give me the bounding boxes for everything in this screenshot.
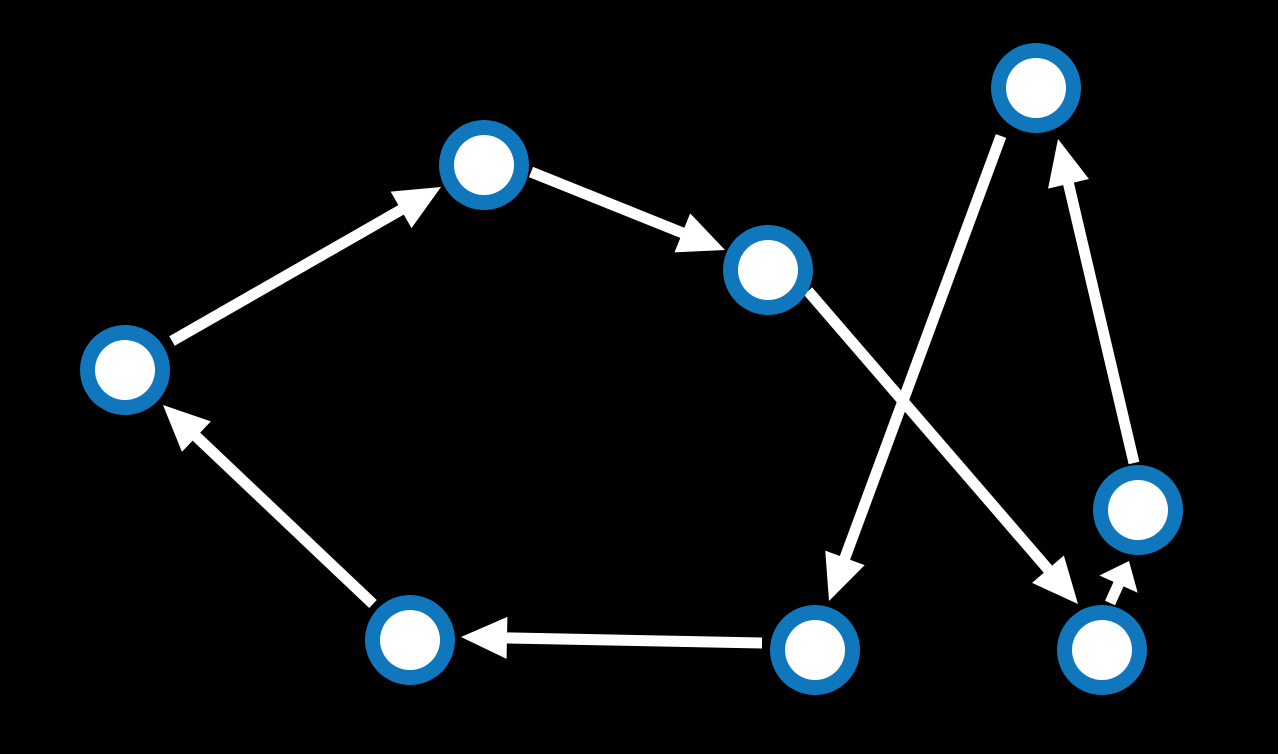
edge-right-mid-to-top-right (1048, 139, 1140, 465)
node-top-right-core (1006, 58, 1066, 118)
edge-bottom-mid-to-bottom-left-arrowhead (461, 616, 508, 659)
edge-top-right-to-bottom-mid-shaft (838, 134, 1007, 564)
node-bottom-mid[interactable] (770, 605, 860, 695)
edge-upper-mid-to-bottom-right-shaft (803, 287, 1055, 576)
edge-upper-left-to-upper-mid-arrowhead (674, 213, 725, 253)
node-top-right[interactable] (991, 43, 1081, 133)
node-upper-left-core (454, 135, 514, 195)
node-upper-left[interactable] (439, 120, 529, 210)
edge-bottom-left-to-left-shaft (189, 429, 377, 608)
node-bottom-right[interactable] (1057, 605, 1147, 695)
edge-right-mid-to-top-right-shaft (1062, 178, 1140, 465)
node-right-mid-core (1108, 480, 1168, 540)
node-upper-mid[interactable] (723, 225, 813, 315)
edge-bottom-mid-to-bottom-left (461, 616, 763, 659)
edge-right-mid-to-top-right-arrowhead (1048, 139, 1089, 189)
node-bottom-left-core (380, 610, 440, 670)
edge-upper-mid-to-bottom-right (803, 287, 1078, 604)
edge-bottom-left-to-left-arrowhead (163, 405, 211, 452)
edge-upper-mid-to-bottom-right-arrowhead (1032, 555, 1078, 604)
edge-top-right-to-bottom-mid-arrowhead (825, 550, 865, 601)
edge-bottom-mid-to-bottom-left-shaft (502, 632, 763, 649)
edge-upper-left-to-upper-mid (528, 166, 725, 253)
edge-top-right-to-bottom-mid (825, 134, 1007, 601)
edge-bottom-right-to-right-mid-shaft (1104, 578, 1126, 606)
edge-bottom-right-to-right-mid (1099, 561, 1138, 606)
edge-left-to-upper-left-shaft (169, 203, 408, 346)
node-left[interactable] (80, 325, 170, 415)
edge-bottom-right-to-right-mid-arrowhead (1099, 561, 1138, 593)
node-bottom-mid-core (785, 620, 845, 680)
edge-bottom-left-to-left (163, 405, 377, 608)
edge-left-to-upper-left (169, 187, 441, 346)
node-right-mid[interactable] (1093, 465, 1183, 555)
nodes-layer (80, 43, 1183, 695)
node-bottom-right-core (1072, 620, 1132, 680)
edges-layer (163, 134, 1140, 659)
edge-upper-left-to-upper-mid-shaft (528, 166, 689, 240)
node-left-core (95, 340, 155, 400)
node-bottom-left[interactable] (365, 595, 455, 685)
edge-left-to-upper-left-arrowhead (390, 187, 441, 229)
node-upper-mid-core (738, 240, 798, 300)
